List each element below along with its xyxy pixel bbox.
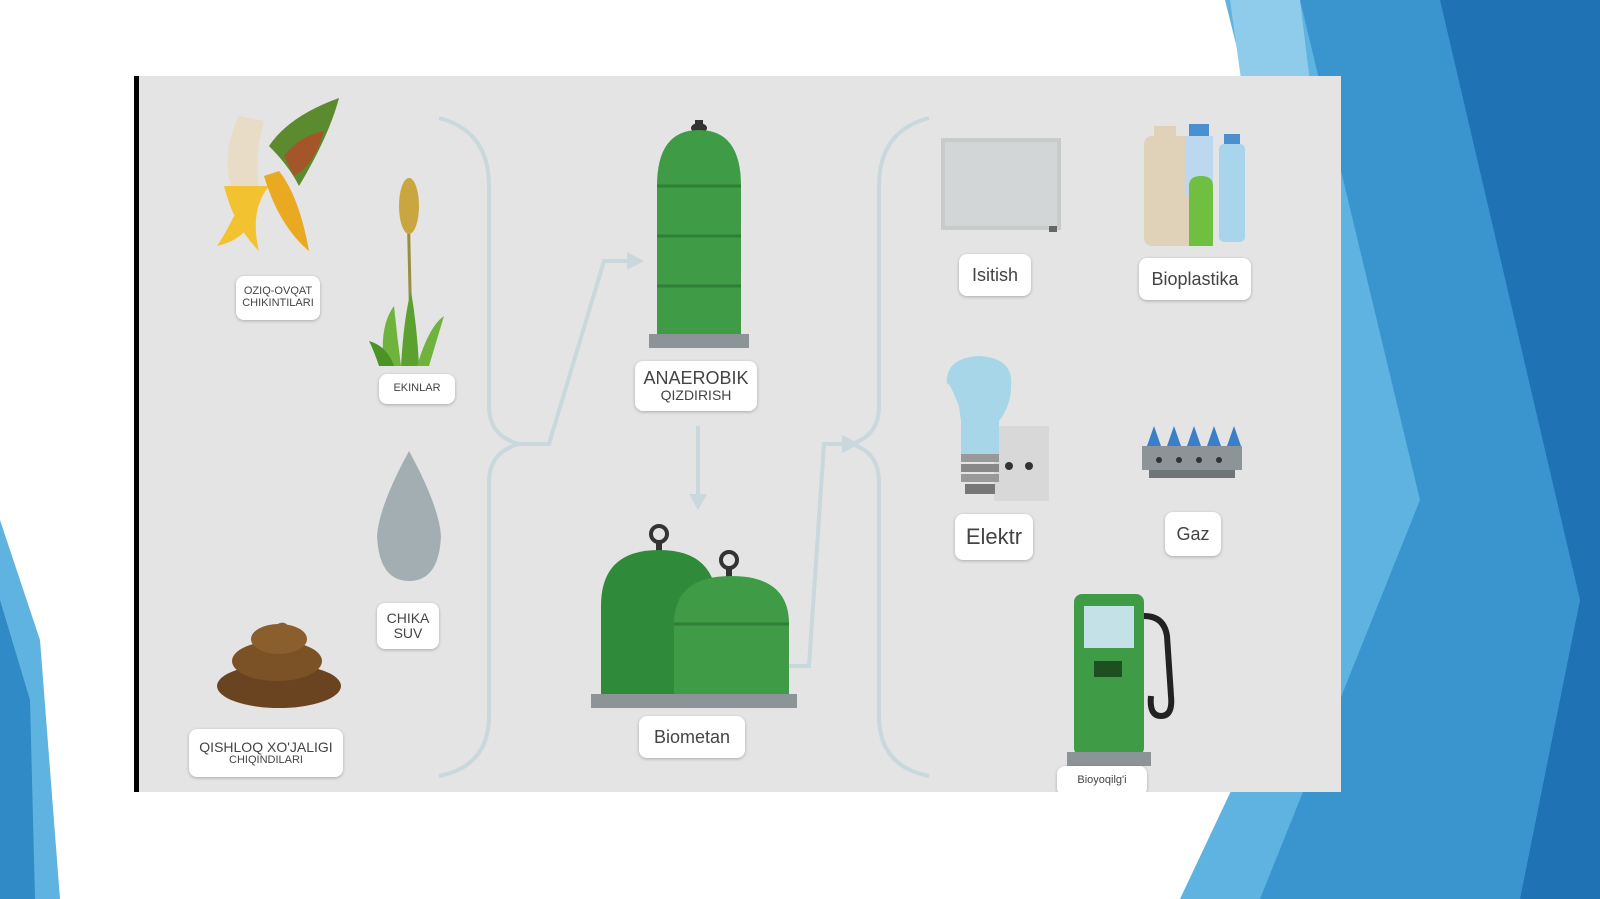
digester-tank-icon xyxy=(649,120,749,348)
label-biofuel-text: Bioyoqilg'i xyxy=(1077,774,1127,787)
label-heating-text: Isitish xyxy=(971,264,1018,285)
label-food-waste-line1: OZIQ-OVQAT xyxy=(243,285,313,298)
label-bioplastic-text: Bioplastika xyxy=(1151,268,1239,289)
label-digester-line1: ANAEROBIK xyxy=(643,368,749,389)
food-waste-icon xyxy=(217,98,339,251)
blue-shape-right-dark xyxy=(1440,0,1600,899)
manure-icon xyxy=(217,622,341,708)
biogas-flow-diagram: OZIQ-OVQAT CHIKINTILARI EKINLAR CHIKA SU… xyxy=(134,76,1341,792)
blue-shape-left-dark xyxy=(0,600,35,899)
biomethane-tanks-icon xyxy=(591,524,797,708)
arrow-to-digester xyxy=(519,259,629,446)
light-bulb-socket-icon xyxy=(946,356,1049,501)
arrow-head-storage xyxy=(689,494,707,510)
label-gas: Gaz xyxy=(1165,512,1221,556)
crops-icon xyxy=(369,178,444,366)
label-farm-waste-line2: CHIQINDILARI xyxy=(229,753,303,766)
label-water: CHIKA SUV xyxy=(377,603,439,649)
label-gas-text: Gaz xyxy=(1176,523,1210,544)
label-digester: ANAEROBIK QIZDIRISH xyxy=(635,361,757,411)
label-food-waste: OZIQ-OVQAT CHIKINTILARI xyxy=(236,276,320,320)
bioplastic-bottles-icon xyxy=(1144,124,1245,246)
label-farm-waste: QISHLOQ XO'JALIGI CHIQINDILARI xyxy=(189,729,343,777)
water-drop-icon xyxy=(377,451,441,581)
output-brace xyxy=(843,116,930,778)
label-digester-line2: QIZDIRISH xyxy=(660,387,732,404)
gas-burner-icon xyxy=(1142,426,1242,478)
label-water-line1: CHIKA xyxy=(386,610,430,627)
arrow-storage-to-outputs xyxy=(789,442,844,668)
label-biomethane: Biometan xyxy=(639,716,745,758)
label-bioplastic: Bioplastika xyxy=(1139,258,1251,300)
input-brace xyxy=(438,116,527,778)
label-electricity-text: Elektr xyxy=(965,524,1023,550)
label-biomethane-text: Biometan xyxy=(653,726,731,747)
label-electricity: Elektr xyxy=(955,514,1033,560)
label-crops-text: EKINLAR xyxy=(393,382,441,395)
arrow-head-digester xyxy=(627,252,644,270)
label-heating: Isitish xyxy=(959,254,1031,296)
fuel-pump-icon xyxy=(1067,594,1175,766)
heater-icon xyxy=(941,138,1061,232)
label-biofuel: Bioyoqilg'i xyxy=(1057,766,1147,792)
label-food-waste-line2: CHIKINTILARI xyxy=(242,297,314,309)
label-farm-waste-line1: QISHLOQ XO'JALIGI xyxy=(199,738,333,755)
label-crops: EKINLAR xyxy=(379,374,455,404)
label-water-line2: SUV xyxy=(393,625,423,641)
